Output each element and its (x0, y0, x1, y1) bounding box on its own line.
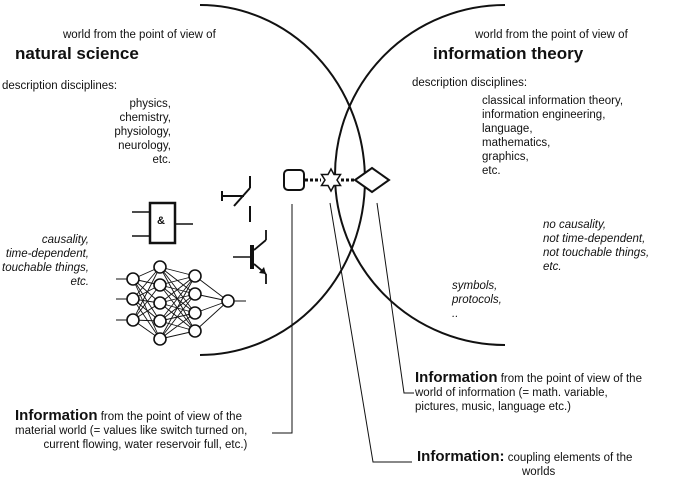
property-item: etc. (543, 261, 562, 273)
transistor-icon (233, 230, 267, 284)
neural-network-link (159, 275, 196, 340)
information-callout-leader (376, 202, 414, 394)
material-element-square-icon (283, 169, 305, 191)
left-world-subtitle: world from the point of view of (63, 29, 216, 41)
neural-network-node (126, 313, 140, 327)
neural-network-link (159, 312, 196, 340)
information-callout-line3: pictures, music, language etc.) (415, 401, 571, 413)
left-disciplines-list: physics, chemistry, physiology, neurolog… (114, 97, 171, 167)
property-item: etc. (70, 276, 89, 288)
symbol-item: .. (452, 308, 459, 320)
neural-network-node (188, 287, 202, 301)
discipline-item: classical information theory, (482, 95, 624, 107)
left-world-title: natural science (15, 44, 139, 63)
neural-network-link (132, 266, 161, 300)
property-item: not time-dependent, (543, 233, 646, 245)
neural-network-link (132, 266, 161, 321)
neural-network-node (126, 292, 140, 306)
coupling-star-icon (320, 167, 342, 193)
neural-network-link (132, 298, 161, 340)
and-gate-label: & (157, 215, 165, 227)
neural-network-link (159, 293, 196, 340)
discipline-item: etc. (482, 165, 501, 177)
coupling-callout-leader (329, 202, 412, 463)
neural-network-node (126, 272, 140, 286)
right-disciplines-list: classical information theory, informatio… (482, 94, 623, 178)
information-callout-line1: from the point of view of the (497, 373, 642, 385)
neural-network-link (132, 278, 161, 322)
discipline-item: graphics, (482, 151, 529, 163)
right-disciplines-label: description disciplines: (412, 77, 528, 89)
property-item: time-dependent, (5, 248, 89, 260)
left-properties-list: causality, time-dependent, touchable thi… (2, 233, 89, 289)
coupling-callout-keyword: Information: (417, 448, 505, 465)
neural-network-node (153, 260, 167, 274)
property-item: no causality, (543, 219, 607, 231)
symbol-item: symbols, (452, 280, 498, 292)
discipline-item: mathematics, (482, 137, 551, 149)
neural-network-node (188, 306, 202, 320)
neural-network-node (188, 269, 202, 283)
discipline-item: physics, (129, 98, 171, 110)
information-callout-line2: world of information (= math. variable, (415, 387, 608, 399)
neural-network-node (221, 294, 235, 308)
coupling-callout-line2: worlds (522, 466, 556, 478)
property-item: not touchable things, (543, 247, 650, 259)
material-callout-line3: current flowing, water reservoir full, e… (43, 439, 248, 451)
neural-network-node (153, 296, 167, 310)
neural-network-link (194, 275, 229, 302)
switch-icon (221, 176, 251, 222)
right-world-subtitle: world from the point of view of (475, 29, 628, 41)
neural-network-link (194, 300, 229, 332)
and-gate-icon (132, 201, 193, 245)
neural-network-link (132, 278, 161, 340)
discipline-item: etc. (152, 154, 171, 166)
discipline-item: chemistry, (119, 112, 171, 124)
neural-network-icon (126, 260, 235, 346)
material-callout-keyword: Information (15, 407, 98, 424)
left-disciplines-label: description disciplines: (2, 80, 118, 92)
right-world-title: information theory (433, 44, 584, 63)
symbol-item: protocols, (452, 294, 502, 306)
information-element-diamond-icon (353, 166, 391, 194)
property-item: touchable things, (2, 262, 89, 274)
coupling-callout: Information: coupling elements of the wo… (417, 448, 633, 479)
material-information-callout: Information from the point of view of th… (15, 407, 248, 452)
material-callout-line2: material world (= values like switch tur… (15, 425, 248, 437)
material-callout-leader (272, 204, 293, 434)
discipline-item: language, (482, 123, 533, 135)
neural-network-link (159, 275, 196, 322)
information-callout-keyword: Information (415, 369, 498, 386)
discipline-item: neurology, (118, 140, 171, 152)
neural-network-link (132, 284, 161, 321)
material-callout-line1: from the point of view of the (97, 411, 242, 423)
discipline-item: information engineering, (482, 109, 606, 121)
neural-network-link (159, 275, 196, 304)
property-item: causality, (41, 234, 89, 246)
discipline-item: physiology, (114, 126, 171, 138)
right-symbols-list: symbols, protocols, .. (452, 279, 502, 321)
neural-network-node (153, 278, 167, 292)
coupling-callout-line1: coupling elements of the (504, 452, 633, 464)
neural-network-node (188, 324, 202, 338)
right-properties-list: no causality, not time-dependent, not to… (543, 218, 649, 274)
neural-network-node (153, 314, 167, 328)
neural-network-node (153, 332, 167, 346)
information-world-callout: Information from the point of view of th… (415, 369, 642, 414)
